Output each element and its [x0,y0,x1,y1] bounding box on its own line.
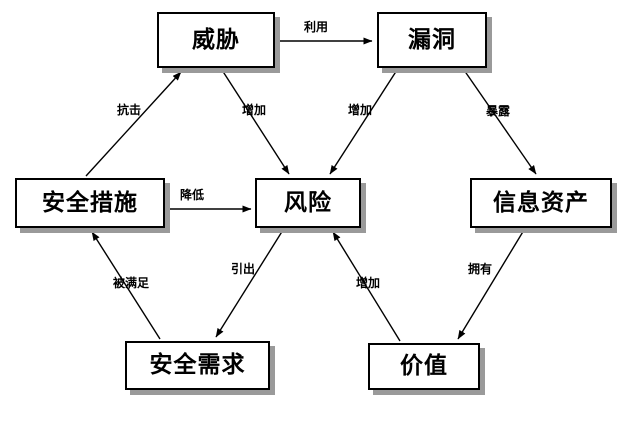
edge-asset-owns-value [457,229,525,340]
node-label-requirement: 安全需求 [149,352,246,378]
node-label-asset: 信息资产 [493,189,589,216]
edge-label-requirement-satisfies-measure: 被满足 [113,276,150,290]
node-measure[interactable]: 安全措施 [15,178,165,228]
node-requirement[interactable]: 安全需求 [125,341,270,390]
edge-label-threat-exploits-vulnerability: 利用 [304,20,329,34]
node-value[interactable]: 价值 [368,343,480,390]
edge-label-threat-increases-risk: 增加 [242,103,267,117]
edge-measure-resists-threat [85,71,182,177]
edge-vulnerability-exposes-asset [463,69,537,175]
edge-threat-increases-risk [221,69,290,175]
node-label-risk: 风险 [284,189,332,216]
edge-risk-derives-requirement [215,229,284,338]
node-label-threat: 威胁 [192,26,240,53]
node-label-value: 价值 [400,353,448,379]
edge-label-measure-resists-threat: 抗击 [117,103,142,117]
edge-requirement-satisfies-measure [91,231,161,340]
node-asset[interactable]: 信息资产 [470,178,612,228]
edge-label-measure-reduces-risk: 降低 [180,188,205,202]
edge-value-increases-risk [332,231,401,342]
node-label-measure: 安全措施 [42,189,138,216]
node-threat[interactable]: 威胁 [157,12,275,68]
node-label-vulnerability: 漏洞 [408,26,456,53]
edge-label-vulnerability-exposes-asset: 暴露 [486,104,511,118]
edge-label-value-increases-risk: 增加 [356,276,381,290]
edge-label-vulnerability-increases-risk: 增加 [348,103,373,117]
edge-label-asset-owns-value: 拥有 [468,262,493,276]
node-vulnerability[interactable]: 漏洞 [377,12,487,68]
edge-vulnerability-increases-risk [329,69,398,175]
node-risk[interactable]: 风险 [255,178,361,228]
edge-label-risk-derives-requirement: 引出 [231,262,256,276]
